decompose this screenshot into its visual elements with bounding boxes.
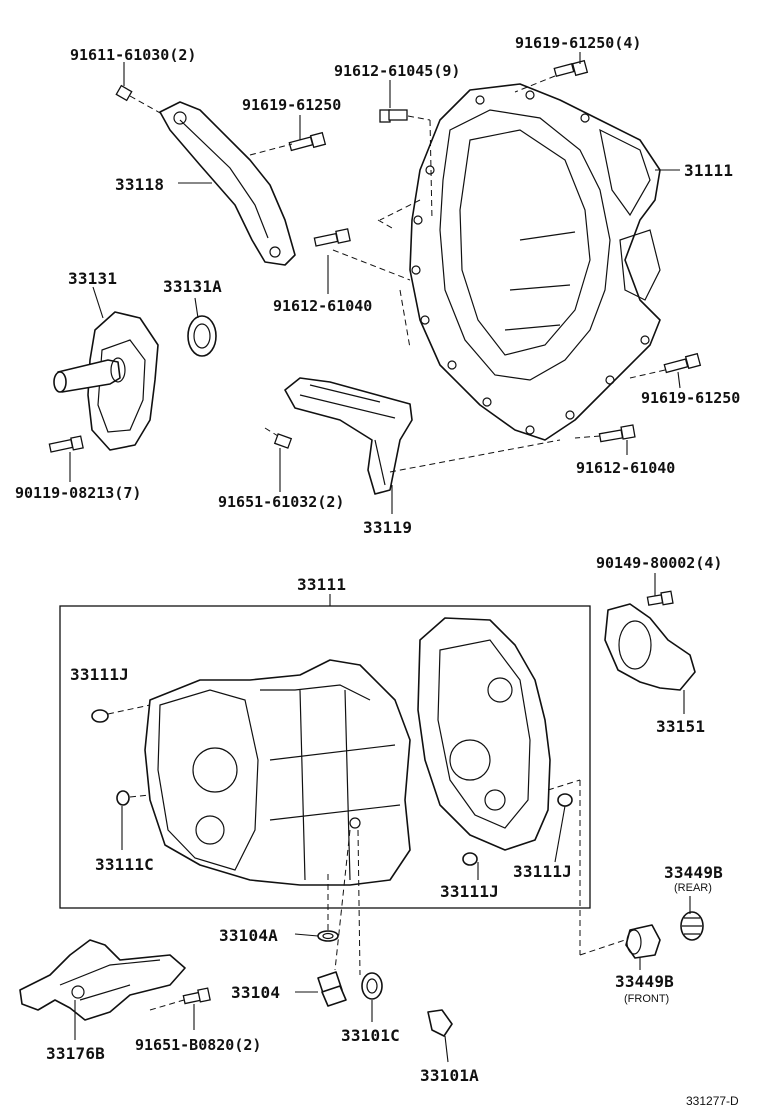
label-33101A: 33101A [420,1066,479,1085]
label-33176B: 33176B [46,1044,105,1063]
bolt-91619-61250-b [629,352,702,379]
assembly-frame-33111 [59,605,591,909]
seal-33131A [187,315,217,357]
plug-33101A [427,1009,453,1037]
label-33151: 33151 [656,717,705,736]
label-rear: (REAR) [674,882,712,894]
label-91619-61250-b: 91619-61250 [641,389,740,407]
plug-33111J-low [557,793,573,807]
bolt-91612-61045 [379,109,433,221]
bolts-top [48,59,702,453]
label-91612-61040-a: 91612-61040 [273,297,372,315]
label-33131: 33131 [68,269,117,288]
label-front: (FRONT) [624,993,669,1005]
label-91651-61032: 91651-61032(2) [218,493,344,511]
label-33131A: 33131A [163,277,222,296]
assembly-dash-lines-mid [107,704,626,956]
plug-33111J-mid [462,852,478,866]
plug-33104 [317,971,347,1007]
label-91612-61040-b: 91612-61040 [576,459,675,477]
plug-33111J-top [91,709,109,723]
label-90149-80002: 90149-80002(4) [596,554,722,572]
label-91611-61030: 91611-61030(2) [70,46,196,64]
bracket-33118 [159,101,296,266]
label-33111J-mid: 33111J [440,882,499,901]
bell-housing-31111 [409,83,661,441]
bolt-91619-61250-a [249,131,327,156]
bolt-90119-08213 [48,435,84,453]
label-ref-code: 331277-D [686,1094,739,1108]
transmission-case-33111 [144,659,411,886]
label-31111: 31111 [684,161,733,180]
bolt-91612-61040-a [313,228,411,281]
label-91651-B0820: 91651-B0820(2) [135,1036,261,1054]
label-91619-61250-a: 91619-61250 [242,96,341,114]
label-33111J-low: 33111J [513,862,572,881]
leader-lines [69,52,691,1063]
label-91612-61045: 91612-61045(9) [334,62,460,80]
part-labels: 91611-61030(2) 91619-61250(4) 91612-6104… [15,34,740,1108]
retainer-33131 [53,311,159,451]
gasket-33104A [317,930,339,942]
assembly-dash-lines-top [377,199,601,473]
label-33111-box: 33111 [297,575,346,594]
bolt-91619-61250-top [514,59,589,93]
bolt-91611-61030 [115,84,163,115]
plug-33111C [116,790,130,806]
label-33449B-front: 33449B [615,972,674,991]
bolt-91612-61040-b [598,424,636,443]
label-33449B-rear: 33449B [664,863,723,882]
retainer-33151 [604,590,696,691]
label-90119-08213: 90119-08213(7) [15,484,141,502]
label-91619-61250-top: 91619-61250(4) [515,34,641,52]
gasket-33101C [361,972,383,1000]
label-33119: 33119 [363,518,412,537]
bracket-33119 [284,377,413,495]
gear-33449B-front [625,924,661,959]
label-33111C: 33111C [95,855,154,874]
label-33104A: 33104A [219,926,278,945]
bracket-33176B [19,939,211,1021]
label-33111J-top: 33111J [70,665,129,684]
label-33104: 33104 [231,983,280,1002]
gear-33449B-rear [680,911,704,941]
assembly-dash-lines-low [327,829,361,976]
bolt-91651-61032 [264,427,293,449]
label-33101C: 33101C [341,1026,400,1045]
label-33118: 33118 [115,175,164,194]
extension-housing [417,617,551,851]
